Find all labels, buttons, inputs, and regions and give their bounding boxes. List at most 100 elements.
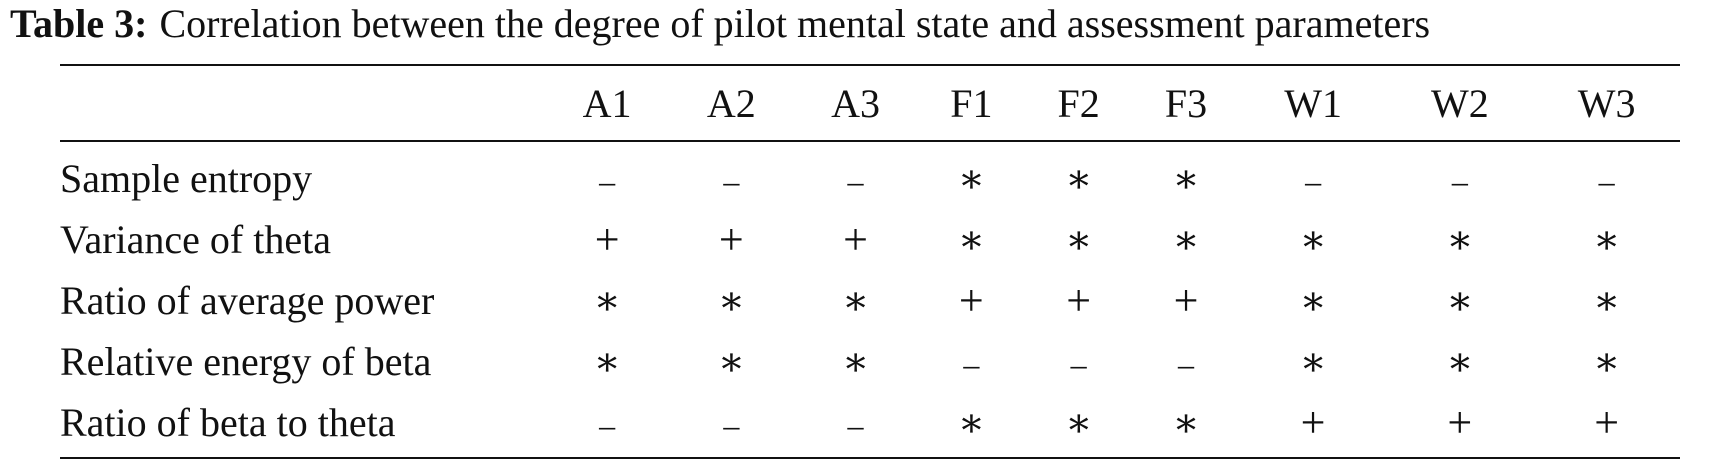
- cell-mark: +: [1173, 276, 1199, 325]
- cell-mark: +: [1447, 398, 1473, 447]
- table-cell: +: [1240, 392, 1387, 458]
- cell-mark: ∗: [1065, 400, 1093, 445]
- cell-mark: ∗: [1593, 339, 1621, 384]
- table-cell: ∗: [1132, 141, 1239, 209]
- table-caption-label: Table 3:: [10, 1, 148, 46]
- table-cell: ∗: [1386, 209, 1533, 270]
- table-cell: +: [918, 270, 1025, 331]
- cell-mark: ∗: [1299, 339, 1327, 384]
- table-caption: Table 3:Correlation between the degree o…: [10, 0, 1430, 48]
- table-cell: –: [918, 331, 1025, 392]
- table-cell: ∗: [1240, 270, 1387, 331]
- table-cell: ∗: [545, 270, 669, 331]
- cell-mark: +: [718, 215, 744, 264]
- table-cell: –: [793, 392, 917, 458]
- cell-mark: ∗: [1065, 217, 1093, 262]
- cell-mark: +: [1594, 398, 1620, 447]
- column-header-w1: W1: [1284, 80, 1342, 126]
- table-body: Sample entropy – – – ∗ ∗ ∗ – – – Varianc…: [60, 141, 1680, 458]
- table-row: Ratio of average power ∗ ∗ ∗ + + + ∗ ∗ ∗: [60, 270, 1680, 331]
- table-cell: ∗: [1386, 331, 1533, 392]
- cell-mark: –: [847, 163, 864, 199]
- row-label: Relative energy of beta: [60, 339, 432, 384]
- cell-mark: +: [958, 276, 984, 325]
- table-row: Relative energy of beta ∗ ∗ ∗ – – – ∗ ∗ …: [60, 331, 1680, 392]
- cell-mark: +: [843, 215, 868, 264]
- header-corner-cell: [60, 65, 545, 141]
- table-cell: ∗: [1533, 331, 1680, 392]
- table-cell: –: [545, 392, 669, 458]
- cell-mark: ∗: [1446, 339, 1474, 384]
- column-header-f1: F1: [950, 80, 993, 126]
- cell-mark: +: [1300, 398, 1326, 447]
- cell-mark: ∗: [1065, 156, 1093, 201]
- table-cell: +: [1386, 392, 1533, 458]
- cell-mark: –: [963, 346, 980, 382]
- table-cell: ∗: [1025, 392, 1132, 458]
- table-cell: ∗: [545, 331, 669, 392]
- cell-mark: +: [594, 215, 620, 264]
- row-label: Variance of theta: [60, 217, 331, 262]
- cell-mark: ∗: [1593, 278, 1621, 323]
- cell-mark: ∗: [957, 400, 985, 445]
- table-cell: –: [793, 141, 917, 209]
- column-header-f2: F2: [1057, 80, 1100, 126]
- cell-mark: –: [1305, 163, 1322, 199]
- cell-mark: ∗: [1172, 400, 1200, 445]
- header-row: A1 A2 A3 F1 F2 F3 W1 W2 W3: [60, 65, 1680, 141]
- cell-mark: ∗: [1446, 278, 1474, 323]
- table-cell: ∗: [1386, 270, 1533, 331]
- table-cell: ∗: [1132, 392, 1239, 458]
- column-header-a3: A3: [831, 80, 880, 126]
- column-header-w2: W2: [1430, 80, 1489, 126]
- table-cell: ∗: [918, 141, 1025, 209]
- cell-mark: ∗: [957, 156, 985, 201]
- table-cell: ∗: [793, 331, 917, 392]
- table-cell: +: [1025, 270, 1132, 331]
- table-cell: –: [669, 141, 793, 209]
- table-cell: ∗: [1132, 209, 1239, 270]
- row-label: Sample entropy: [60, 156, 313, 201]
- table-cell: –: [669, 392, 793, 458]
- cell-mark: ∗: [1299, 278, 1327, 323]
- table-cell: +: [793, 209, 917, 270]
- cell-mark: ∗: [1593, 217, 1621, 262]
- row-label: Ratio of beta to theta: [60, 400, 396, 445]
- table-cell: ∗: [1533, 209, 1680, 270]
- cell-mark: ∗: [841, 278, 870, 323]
- cell-mark: ∗: [841, 339, 870, 384]
- cell-mark: ∗: [1172, 217, 1200, 262]
- table-cell: +: [1533, 392, 1680, 458]
- table-cell: ∗: [1240, 331, 1387, 392]
- row-label: Ratio of average power: [60, 278, 435, 323]
- cell-mark: ∗: [593, 278, 621, 323]
- cell-mark: –: [723, 407, 740, 443]
- table-cell: ∗: [1025, 209, 1132, 270]
- cell-mark: ∗: [717, 339, 745, 384]
- correlation-table: A1 A2 A3 F1 F2 F3 W1 W2 W3 Sample entrop…: [60, 64, 1680, 459]
- table-cell: ∗: [1240, 209, 1387, 270]
- table-cell: +: [545, 209, 669, 270]
- column-header-f3: F3: [1164, 80, 1208, 126]
- table-cell: ∗: [918, 209, 1025, 270]
- table-row: Variance of theta + + + ∗ ∗ ∗ ∗ ∗ ∗: [60, 209, 1680, 270]
- cell-mark: ∗: [593, 339, 621, 384]
- cell-mark: ∗: [1172, 156, 1200, 201]
- table-cell: +: [669, 209, 793, 270]
- table-cell: –: [1386, 141, 1533, 209]
- table-cell: –: [1132, 331, 1239, 392]
- cell-mark: ∗: [957, 217, 985, 262]
- cell-mark: ∗: [1446, 217, 1474, 262]
- cell-mark: ∗: [1299, 217, 1327, 262]
- cell-mark: –: [1451, 163, 1468, 199]
- table-cell: –: [1025, 331, 1132, 392]
- cell-mark: –: [723, 163, 740, 199]
- cell-mark: –: [1178, 346, 1195, 382]
- table-cell: –: [545, 141, 669, 209]
- column-header-a1: A1: [582, 80, 632, 126]
- cell-mark: –: [847, 407, 864, 443]
- table-cell: –: [1240, 141, 1387, 209]
- cell-mark: –: [599, 163, 616, 199]
- table-cell: –: [1533, 141, 1680, 209]
- column-header-a2: A2: [706, 80, 756, 126]
